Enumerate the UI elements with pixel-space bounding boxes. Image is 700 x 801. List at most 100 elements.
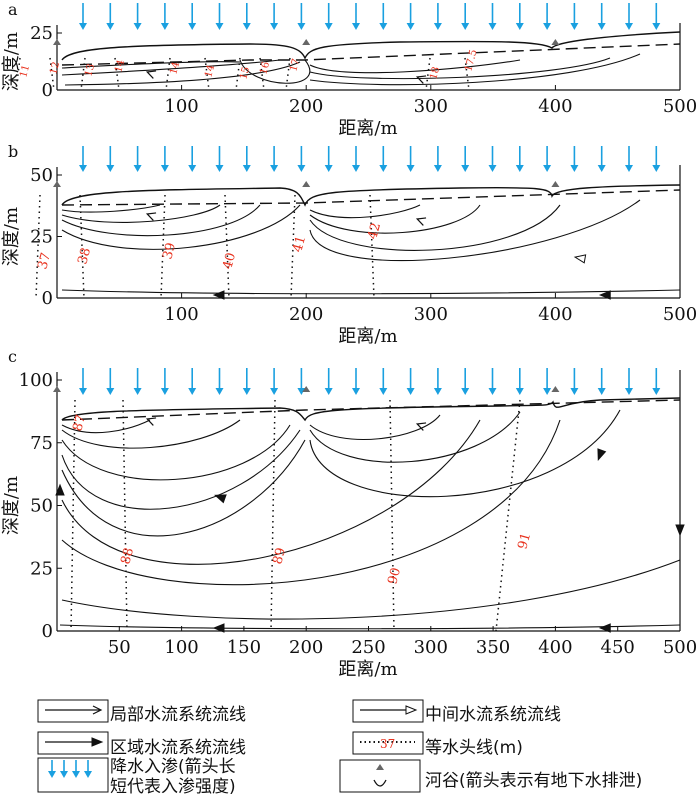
x-tick-label-c: 250: [351, 637, 385, 658]
rain-arrow-a-6-head: [242, 23, 251, 30]
flowline-c-5: [61, 419, 481, 565]
rain-arrow-b-8-head: [297, 165, 306, 172]
isohead-label-b-2: 39: [160, 241, 179, 261]
isohead-line-c-0: [70, 399, 76, 632]
legend-box-1: [352, 699, 424, 723]
flowline-b-6: [309, 204, 481, 234]
panel-letter-b: b: [8, 142, 18, 161]
rain-arrow-b-20-head: [625, 165, 633, 172]
y-tick-label-c: 50: [30, 496, 53, 517]
valley-discharge-icon-b-200: [302, 181, 311, 187]
legend-isohead-label: 等水头线(m): [425, 738, 523, 758]
rain-arrow-a-2-head: [133, 23, 142, 30]
flowline-a-5: [309, 53, 641, 86]
rain-arrow-a-18-head: [570, 23, 579, 30]
valley-discharge-icon-b-0: [53, 181, 61, 187]
isohead-label-a-10: 18: [428, 66, 442, 81]
intermediate-arrow-b: [573, 254, 587, 264]
flowline-c-7: [61, 559, 681, 620]
legend-valley-arrow-icon: [376, 764, 384, 770]
legend-isohead-sample: 37: [380, 737, 395, 751]
legend-box-0: [37, 699, 109, 723]
y-tick-label-c: 25: [30, 558, 53, 579]
legend-valley-icon: [373, 779, 387, 787]
flowline-c-4: [61, 439, 306, 537]
isohead-line-c-3: [389, 399, 395, 632]
local-arrow-b-1: [145, 212, 157, 221]
rain-arrow-c-3-head: [160, 388, 169, 395]
valley-discharge-icon-a-400: [551, 39, 560, 45]
flowline-b-7: [309, 204, 561, 251]
legend-local-arrow-icon: [92, 705, 103, 715]
flowline-c-2: [61, 424, 291, 481]
y-tick-label-b: 50: [30, 165, 53, 186]
flowline-a-4: [309, 57, 611, 80]
isohead-label-a-2: 13: [83, 63, 97, 78]
x-tick-label-c: 50: [108, 637, 131, 658]
rain-arrow-b-13-head: [433, 165, 442, 172]
rain-arrow-c-7-head: [270, 388, 279, 395]
land-surface-b: [61, 184, 681, 207]
rain-arrow-b-1-head: [106, 165, 115, 172]
flowline-b-1: [61, 204, 221, 223]
flowline-c-10: [309, 409, 621, 498]
valley-discharge-icon-c-0: [53, 386, 61, 392]
isohead-label-a-1: 12: [48, 61, 62, 76]
rain-arrow-a-9-head: [324, 23, 333, 30]
isohead-label-a-0: 11: [18, 64, 32, 79]
x-tick-label-b: 200: [289, 304, 323, 325]
regional-arrow-c-2: [598, 623, 611, 633]
rain-arrow-a-5-head: [215, 23, 224, 30]
rain-arrow-c-15-head: [488, 388, 497, 395]
isohead-label-b-3: 40: [220, 251, 239, 271]
x-tick-label-a: 400: [538, 96, 572, 117]
x-tick-label-c: 150: [227, 637, 261, 658]
y-axis-label-c: 深度/m: [1, 476, 22, 535]
x-tick-label-b: 300: [414, 304, 448, 325]
land-surface-a: [61, 31, 681, 61]
regional-arrow-b-2: [598, 290, 611, 300]
isohead-label-c-3: 90: [385, 566, 404, 586]
flowline-b-8: [309, 199, 641, 262]
rain-arrow-b-0-head: [79, 165, 87, 172]
rain-arrow-b-4-head: [188, 165, 197, 172]
x-tick-label-b: 400: [538, 304, 572, 325]
x-tick-label-b: 500: [663, 304, 697, 325]
y-tick-label-c: 100: [19, 370, 53, 391]
flowline-c-1: [61, 419, 241, 449]
y-tick-label-c: 75: [30, 433, 53, 454]
panel-letter-c: c: [8, 347, 17, 366]
x-tick-label-c: 450: [601, 637, 635, 658]
rain-arrow-c-16-head: [515, 388, 524, 395]
valley-discharge-icon-a-0: [53, 39, 61, 45]
rain-arrow-a-12-head: [406, 23, 415, 30]
isohead-line-c-4: [495, 399, 521, 632]
flowline-c-11: [59, 624, 681, 630]
flowline-a-3: [309, 59, 521, 74]
legend-intermediate-arrow-icon: [405, 705, 418, 715]
y-tick-label-a: 0: [42, 80, 53, 101]
rain-arrow-c-12-head: [406, 388, 415, 395]
legend-box-3: [352, 731, 424, 755]
rain-arrow-c-8-head: [297, 388, 306, 395]
y-tick-label-b: 25: [30, 227, 53, 248]
rain-arrow-c-20-head: [625, 388, 633, 395]
water-table-b: [61, 189, 681, 206]
rain-arrow-b-14-head: [461, 165, 470, 172]
local-arrow-a-2: [415, 75, 427, 84]
rain-arrow-b-2-head: [133, 165, 142, 172]
isohead-label-b-5: 42: [365, 221, 384, 241]
isohead-label-a-7: 16: [258, 61, 272, 76]
rain-arrow-a-16-head: [515, 23, 524, 30]
rain-arrow-b-10-head: [352, 165, 360, 172]
rain-arrow-a-8-head: [297, 23, 306, 30]
isohead-label-b-1: 38: [75, 246, 94, 266]
legend-valley-label: 河谷(箭头表示有地下水排泄): [425, 771, 643, 791]
isohead-line-c-1: [122, 399, 128, 632]
flowline-b-2: [61, 204, 261, 237]
valley-discharge-icon-b-400: [551, 181, 560, 187]
x-tick-label-b: 100: [164, 304, 198, 325]
rain-arrow-b-7-head: [270, 165, 279, 172]
legend-intermediate-label: 中间水流系统流线: [425, 705, 561, 725]
rain-arrow-b-5-head: [215, 165, 224, 172]
